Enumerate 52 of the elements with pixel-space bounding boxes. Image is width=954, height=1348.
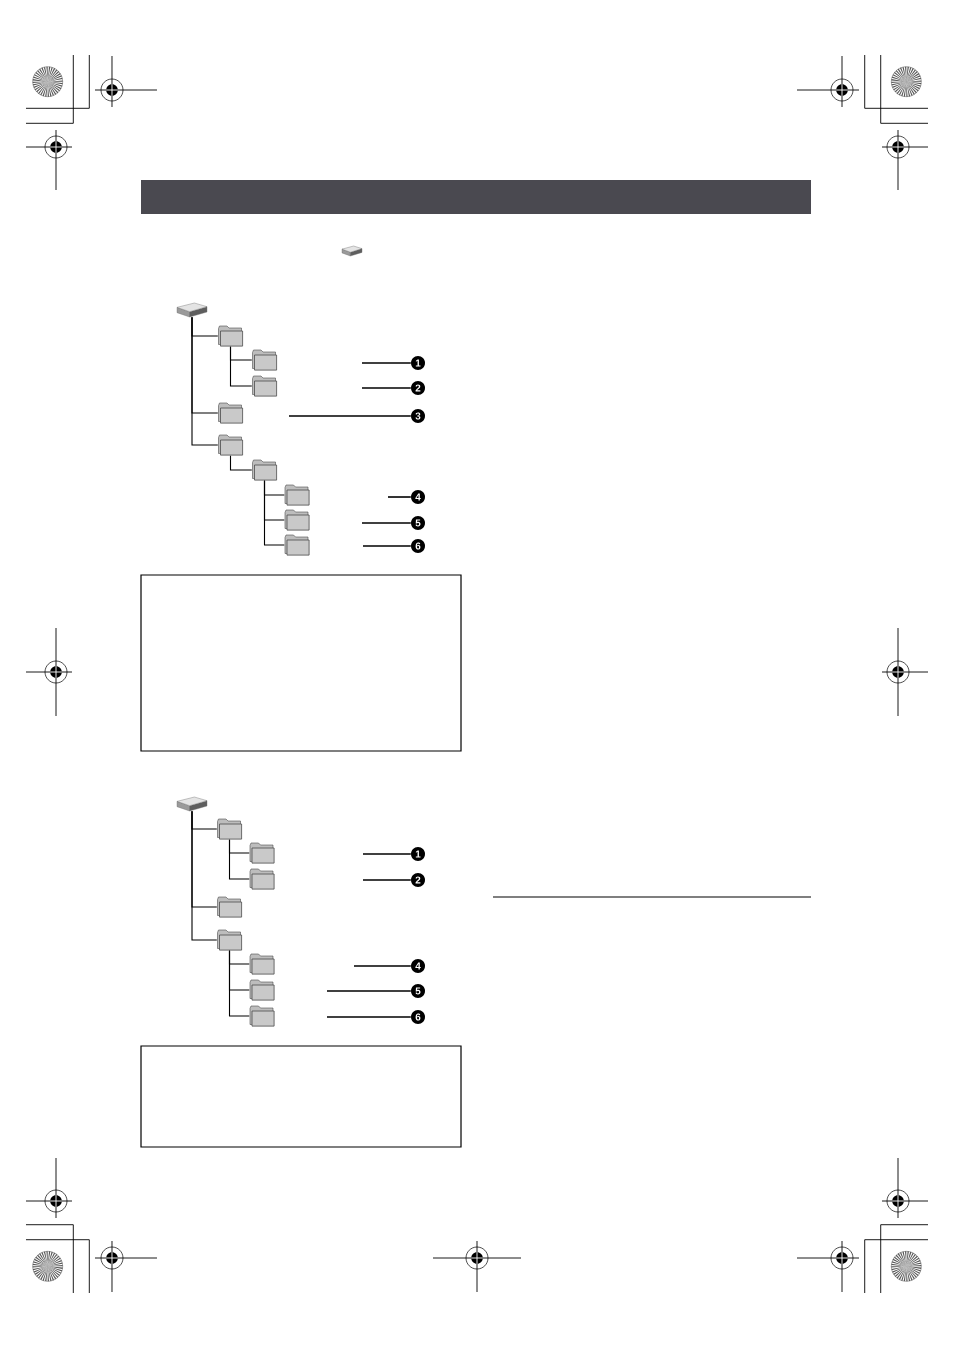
callout-number: 4 [411, 490, 425, 504]
leader-line [362, 879, 412, 881]
callout-number: 2 [411, 381, 425, 395]
tree-line [229, 346, 253, 387]
folder-icon [217, 818, 242, 840]
tree-line [191, 810, 218, 941]
folder-icon [217, 929, 242, 951]
folder-icon [218, 325, 243, 347]
drive-icon [176, 302, 208, 318]
framed-box [140, 574, 462, 752]
folder-icon [218, 402, 243, 424]
callout-number: 4 [411, 959, 425, 973]
leader-line [387, 496, 412, 498]
tree-line [229, 455, 253, 471]
folder-icon [252, 375, 277, 397]
tree-line [191, 316, 219, 446]
framed-box [140, 1045, 462, 1148]
folder-icon [249, 979, 275, 1001]
tree-line [228, 950, 250, 1017]
folder-icon [218, 434, 243, 456]
drive-icon [341, 245, 363, 257]
folder-icon [284, 484, 310, 506]
folder-icon [249, 953, 275, 975]
callout-number: 1 [411, 356, 425, 370]
callout-number: 5 [411, 984, 425, 998]
callout-number: 6 [411, 539, 425, 553]
leader-line [353, 965, 412, 967]
leader-line [326, 990, 412, 992]
callout-number: 2 [411, 873, 425, 887]
leader-line [288, 415, 412, 417]
folder-icon [252, 349, 277, 371]
folder-icon [252, 459, 277, 481]
drive-icon [176, 796, 208, 812]
leader-line [361, 362, 412, 364]
leader-line [361, 387, 412, 389]
callout-number: 5 [411, 516, 425, 530]
folder-icon [284, 509, 310, 531]
folder-icon [284, 534, 310, 556]
leader-line [361, 522, 412, 524]
callout-number: 6 [411, 1010, 425, 1024]
folder-icon [249, 868, 275, 890]
leader-line [362, 545, 412, 547]
callout-number: 3 [411, 409, 425, 423]
tree-line [228, 839, 250, 880]
title-bar [141, 180, 811, 214]
callout-number: 1 [411, 847, 425, 861]
tree-line [263, 480, 285, 546]
leader-line [326, 1016, 412, 1018]
folder-icon [249, 1005, 275, 1027]
folder-icon [249, 842, 275, 864]
leader-line [362, 853, 412, 855]
folder-icon [217, 896, 242, 918]
